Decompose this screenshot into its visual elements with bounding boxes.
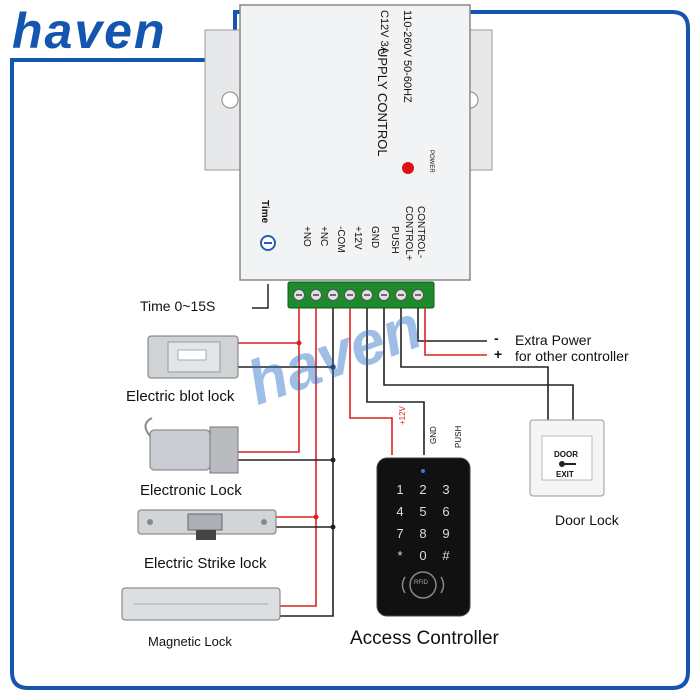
bolt-lock-image (147, 335, 239, 379)
control-plus-label: CONTROL+ (403, 206, 414, 261)
terminal-label-gnd: GND (369, 226, 380, 249)
electronic-lock-image (144, 417, 239, 474)
wire-tag-gnd: GND (429, 426, 438, 444)
keypad-key[interactable]: 3 (442, 482, 449, 497)
electronic-lock-label: Electronic Lock (140, 482, 242, 499)
time-knob-label: Time (259, 200, 270, 224)
keypad-key[interactable]: # (442, 548, 450, 563)
door-button-top-text: DOOR (554, 450, 578, 459)
door-lock-label: Door Lock (555, 512, 619, 528)
keypad-key[interactable]: * (397, 548, 402, 563)
door-exit-button-image (529, 419, 605, 497)
keypad-key[interactable]: 1 (396, 482, 403, 497)
power-supply-case (239, 4, 471, 281)
rfid-label: RFID (414, 580, 428, 586)
control-minus-label: CONTROL- (415, 206, 426, 259)
terminal-block (287, 281, 435, 309)
time-range-label: Time 0~15S (140, 298, 216, 314)
psu-title: UPPLY CONTROL (375, 48, 390, 157)
door-button-bottom-text: EXIT (556, 470, 574, 479)
extra-power-plus-sign: + (494, 346, 503, 362)
magnetic-lock-label: Magnetic Lock (148, 634, 232, 649)
power-supply-unit (204, 4, 493, 281)
outer-frame (10, 10, 690, 690)
access-controller-label: Access Controller (350, 628, 499, 649)
strike-lock-image (137, 509, 277, 540)
terminal-label-push: PUSH (389, 226, 400, 254)
extra-power-controller-label: for other controller (515, 348, 629, 364)
bolt-lock-label: Electric blot lock (126, 388, 235, 405)
access-controller-image: 1 2 3 4 5 6 7 8 9 * 0 # (376, 457, 471, 617)
keypad-key[interactable]: 9 (442, 526, 449, 541)
magnetic-lock-image (121, 587, 281, 621)
strike-lock-label: Electric Strike lock (144, 555, 267, 572)
keypad-key[interactable]: 6 (442, 504, 449, 519)
extra-power-minus-sign: - (494, 330, 499, 346)
keypad-key[interactable]: 0 (419, 548, 426, 563)
keypad-key[interactable]: 8 (419, 526, 426, 541)
power-led (402, 162, 414, 174)
extra-power-label: Extra Power (515, 332, 592, 348)
wire-tag-12v: +12V (398, 406, 407, 425)
brand-logo: haven (12, 3, 167, 59)
keypad-key[interactable]: 2 (419, 482, 426, 497)
terminal-label-nc: +NC (318, 226, 329, 247)
terminal-label-no: +NO (301, 226, 312, 247)
power-led-label: POWER (428, 150, 434, 173)
terminal-label-com: -COM (335, 226, 346, 253)
wire-junctions (296, 340, 336, 530)
psu-output: C12V 3A (378, 10, 390, 55)
keypad-key[interactable]: 4 (396, 504, 403, 519)
terminal-label-12v: +12V (352, 226, 363, 250)
keypad-key[interactable]: 5 (419, 504, 426, 519)
keypad-key[interactable]: 7 (396, 526, 403, 541)
wire-tag-push: PUSH (454, 425, 463, 448)
psu-input: 110-260V 50-60HZ (401, 10, 413, 103)
